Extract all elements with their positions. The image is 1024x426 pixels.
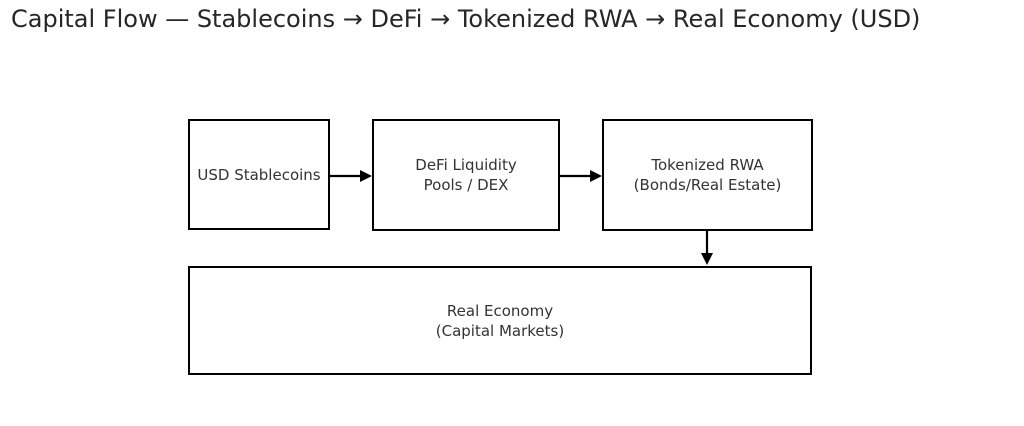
- arrow-defi-to-rwa: [560, 170, 602, 182]
- node-tokenized-rwa: Tokenized RWA (Bonds/Real Estate): [602, 119, 813, 231]
- node-real-economy-label-line2: (Capital Markets): [435, 321, 565, 340]
- node-usd-stablecoins-label: USD Stablecoins: [197, 165, 321, 184]
- arrow-head-right-icon: [360, 170, 372, 182]
- node-real-economy-label-line1: Real Economy: [446, 301, 554, 320]
- node-defi-liquidity-label-line1: DeFi Liquidity: [415, 156, 517, 174]
- diagram-title: Capital Flow — Stablecoins → DeFi → Toke…: [11, 5, 921, 33]
- node-tokenized-rwa-label-line2: (Bonds/Real Estate): [633, 176, 782, 194]
- node-usd-stablecoins: USD Stablecoins: [188, 119, 330, 230]
- arrow-rwa-to-economy: [701, 231, 713, 265]
- node-defi-liquidity: DeFi Liquidity Pools / DEX: [372, 119, 560, 231]
- arrow-head-down-icon: [701, 253, 713, 265]
- node-real-economy: Real Economy (Capital Markets): [188, 266, 812, 375]
- arrow-head-right-icon: [590, 170, 602, 182]
- node-tokenized-rwa-label-line1: Tokenized RWA: [651, 156, 764, 174]
- arrow-stablecoins-to-defi: [330, 170, 372, 182]
- node-defi-liquidity-label-line2: Pools / DEX: [423, 176, 509, 194]
